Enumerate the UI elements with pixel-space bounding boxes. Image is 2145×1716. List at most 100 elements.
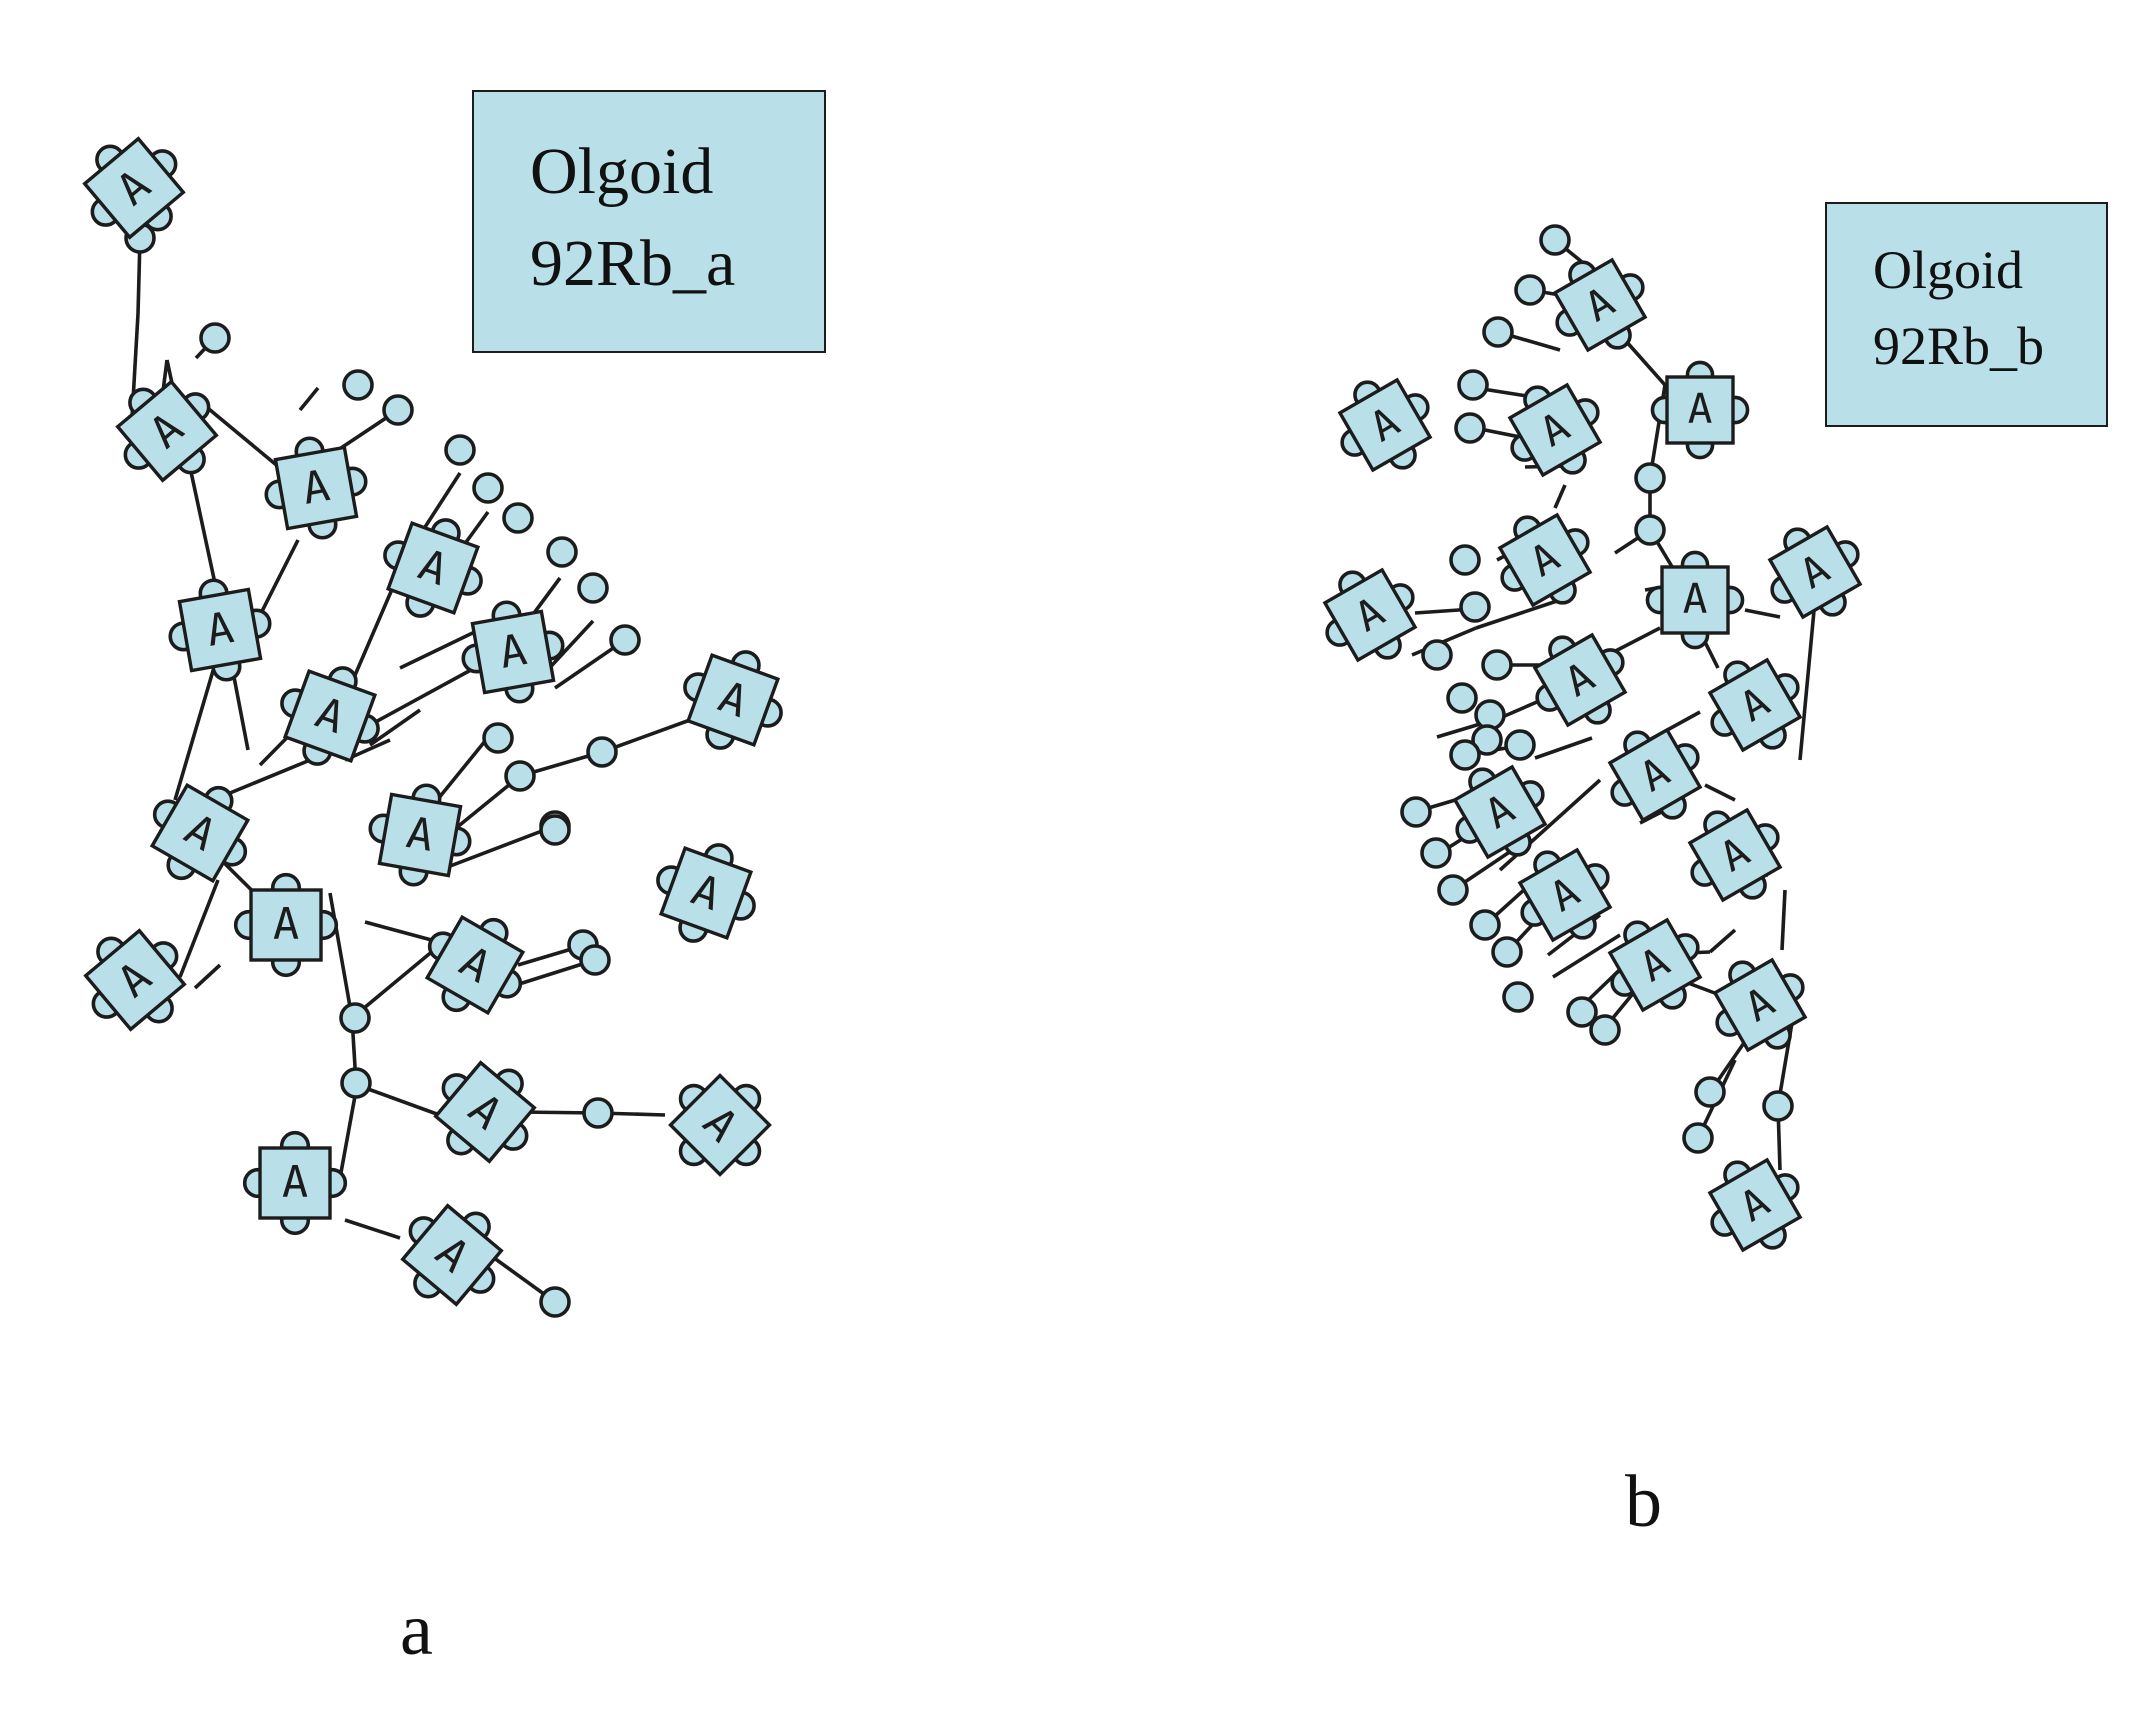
unit-a-9: A bbox=[377, 792, 463, 878]
atom-node-119 bbox=[1471, 724, 1503, 756]
unit-square bbox=[149, 782, 251, 884]
bond-line-71 bbox=[1534, 736, 1593, 760]
bond-line-36 bbox=[356, 1083, 446, 1119]
unit-letter: A bbox=[282, 1158, 308, 1208]
atom-node-9 bbox=[577, 572, 609, 604]
atom-node-12 bbox=[586, 736, 618, 768]
unit-square bbox=[377, 792, 463, 878]
caption-a: a bbox=[400, 1589, 433, 1671]
label-b-line2: 92Rb_b bbox=[1873, 316, 2045, 376]
bond-line-83 bbox=[1552, 933, 1621, 979]
atom-node-113 bbox=[1566, 996, 1598, 1028]
atom-node-6 bbox=[472, 472, 504, 504]
atom-node-96 bbox=[1482, 316, 1514, 348]
unit-a-12: A bbox=[658, 845, 754, 941]
bond-line-15 bbox=[368, 708, 422, 747]
unit-square bbox=[1707, 1157, 1803, 1253]
unit-square bbox=[273, 445, 359, 531]
atom-node-110 bbox=[1469, 909, 1501, 941]
bond-line-12 bbox=[298, 386, 320, 412]
atom-node-20 bbox=[539, 1286, 571, 1318]
atom-node-117 bbox=[1762, 1090, 1794, 1122]
caption-b: b bbox=[1625, 1461, 1662, 1543]
atom-node-7 bbox=[502, 502, 534, 534]
unit-square bbox=[1712, 957, 1808, 1053]
atom-node-97 bbox=[1457, 369, 1489, 401]
unit-a-1: A bbox=[82, 136, 186, 240]
unit-a-26: A bbox=[1322, 567, 1418, 663]
unit-letter: A bbox=[1683, 575, 1708, 623]
unit-square bbox=[258, 1146, 332, 1220]
atom-node-15 bbox=[339, 1002, 371, 1034]
unit-a-13: A bbox=[424, 914, 526, 1016]
bond-line-57 bbox=[1553, 484, 1567, 509]
unit-a-11: A bbox=[249, 888, 323, 962]
unit-square bbox=[433, 1060, 537, 1164]
unit-a-24: A bbox=[1660, 565, 1730, 635]
unit-a-35: A bbox=[1707, 1157, 1803, 1253]
bond-line-16 bbox=[229, 756, 316, 795]
atom-node-103 bbox=[1421, 639, 1453, 671]
atom-node-5 bbox=[444, 434, 476, 466]
label-a-line2: 92Rb_a bbox=[530, 227, 736, 300]
atom-node-102 bbox=[1459, 591, 1491, 623]
unit-square bbox=[1767, 524, 1863, 620]
unit-a-22: A bbox=[1507, 382, 1603, 478]
unit-square bbox=[385, 520, 481, 616]
bond-line-33 bbox=[350, 943, 442, 1020]
unit-a-16: A bbox=[433, 1060, 537, 1164]
label-box-92rb-a: Olgoid 92Rb_a bbox=[472, 90, 826, 353]
atom-node-116 bbox=[1682, 1122, 1714, 1154]
unit-a-8: A bbox=[149, 782, 251, 884]
atom-node-10 bbox=[609, 624, 641, 656]
unit-square bbox=[424, 914, 526, 1016]
atom-node-101 bbox=[1449, 544, 1481, 576]
bond-line-63 bbox=[1744, 608, 1781, 619]
bond-line-89 bbox=[1780, 889, 1787, 951]
unit-square bbox=[282, 668, 378, 764]
bond-line-61 bbox=[1475, 598, 1561, 630]
unit-a-23: A bbox=[1497, 512, 1593, 608]
unit-a-21: A bbox=[1337, 377, 1433, 473]
unit-square bbox=[1552, 257, 1648, 353]
atom-node-3 bbox=[342, 369, 374, 401]
atom-node-4 bbox=[382, 394, 414, 426]
unit-square bbox=[1607, 727, 1703, 823]
unit-square bbox=[400, 1203, 504, 1307]
atom-node-120 bbox=[1449, 739, 1481, 771]
atom-node-100 bbox=[1634, 514, 1666, 546]
bond-line-48 bbox=[1623, 338, 1667, 387]
unit-square bbox=[470, 609, 556, 695]
unit-a-14: A bbox=[83, 928, 187, 1032]
unit-a-3: A bbox=[273, 445, 359, 531]
unit-square bbox=[668, 1073, 772, 1177]
atom-node-18 bbox=[579, 944, 611, 976]
atom-node-2 bbox=[199, 322, 231, 354]
unit-square bbox=[1607, 917, 1703, 1013]
atom-node-112 bbox=[1502, 981, 1534, 1013]
unit-a-10: A bbox=[685, 652, 781, 748]
unit-a-7: A bbox=[282, 668, 378, 764]
atom-node-108 bbox=[1420, 837, 1452, 869]
atom-node-13 bbox=[504, 760, 536, 792]
bond-line-20 bbox=[369, 663, 481, 727]
unit-square bbox=[1707, 657, 1803, 753]
unit-a-15: A bbox=[668, 1073, 772, 1177]
unit-a-27: A bbox=[1532, 632, 1628, 728]
unit-a-34: A bbox=[1712, 957, 1808, 1053]
unit-square bbox=[115, 379, 219, 483]
unit-square bbox=[685, 652, 781, 748]
unit-square bbox=[82, 136, 186, 240]
label-a-line1: Olgoid bbox=[530, 135, 714, 208]
unit-a-31: A bbox=[1687, 807, 1783, 903]
unit-a-5: A bbox=[385, 520, 481, 616]
bond-line-37 bbox=[338, 1084, 359, 1179]
bond-line-43 bbox=[193, 963, 222, 990]
atom-node-115 bbox=[1694, 1076, 1726, 1108]
unit-square bbox=[1337, 377, 1433, 473]
atom-node-106 bbox=[1504, 729, 1536, 761]
unit-letter: A bbox=[1688, 385, 1713, 433]
